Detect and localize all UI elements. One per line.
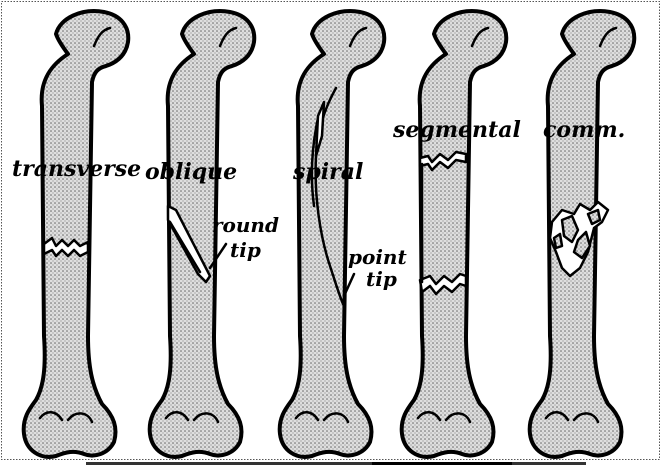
bottom-strip-segment [372,462,512,465]
femur-transverse [24,11,129,457]
label-spiral-tip-line2: tip [366,267,397,291]
label-oblique-tip-line1: round [212,213,279,237]
label-spiral: spiral [292,159,363,185]
label-oblique-tip-line2: tip [230,238,261,262]
bone-fragment [554,234,562,248]
bone-shape [24,11,129,457]
label-oblique: oblique [145,159,237,185]
femur-comminuted [530,11,635,457]
label-spiral-tip-line1: point [348,245,407,269]
bone-shape [402,11,507,457]
label-comminuted: comm. [543,117,625,143]
bone-shape [280,11,385,457]
femur-spiral [280,11,385,457]
label-transverse: transverse [12,156,141,182]
femur-segmental [402,11,507,457]
label-segmental: segmental [392,117,521,143]
